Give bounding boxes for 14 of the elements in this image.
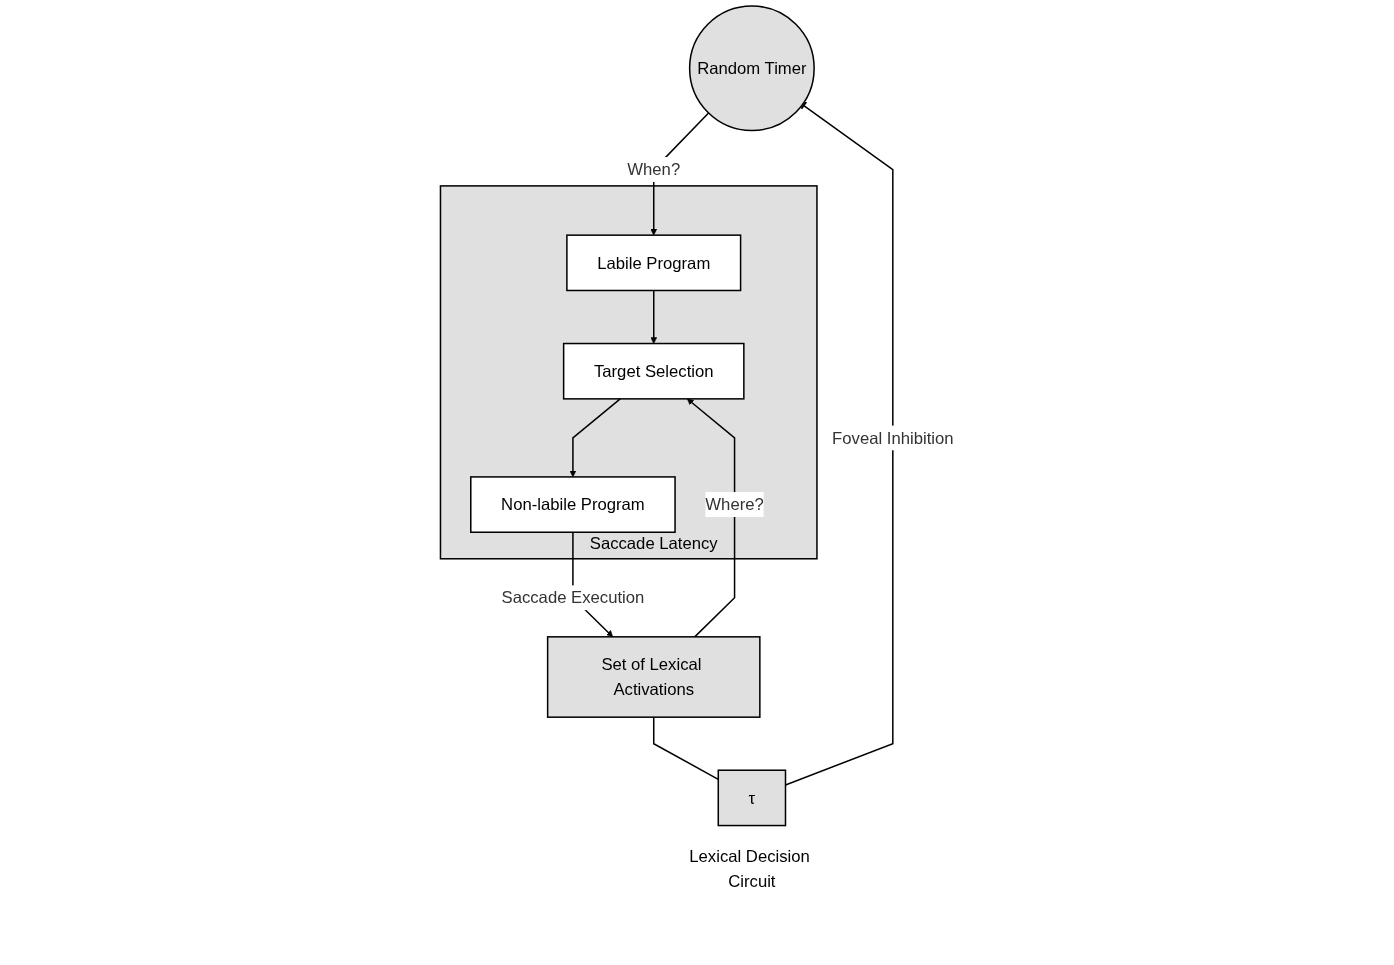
arrow (650, 289, 658, 344)
edge-label: Where? (705, 495, 764, 515)
edge-label: When? (627, 160, 681, 180)
node-box: Target Selection (562, 342, 745, 400)
edge-label: Foveal Inhibition (832, 428, 954, 448)
edge-label: Saccade Execution (501, 588, 645, 608)
node-box: Set of Lexical Activations (546, 636, 761, 718)
node-label: Lexical Decision Circuit (689, 846, 810, 891)
node-box: Non-labile Program (470, 476, 676, 533)
arrow (569, 398, 621, 478)
arrow (686, 398, 736, 638)
node-box: τ (717, 769, 787, 827)
node-circle: Random Timer (688, 5, 815, 132)
node-box: Labile Program (566, 234, 742, 292)
